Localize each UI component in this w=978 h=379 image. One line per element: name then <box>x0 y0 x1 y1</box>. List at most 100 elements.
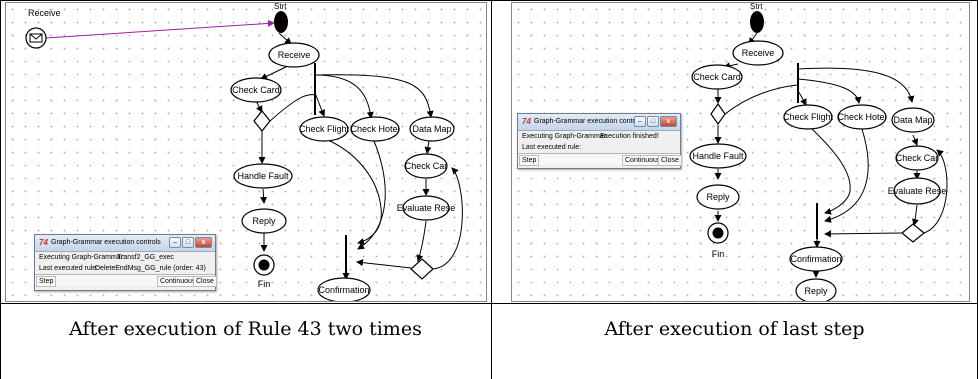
controls-button-bar: Step Continuous Close <box>35 274 217 287</box>
edge-handlefault-reply <box>260 188 268 204</box>
label-data-map-r: Data Map <box>893 115 932 125</box>
exec-label: Executing Graph-Grammar: <box>39 254 125 261</box>
decision-left-r <box>710 102 726 126</box>
label-confirmation: Confirmation <box>318 285 369 295</box>
edge-checkflight-join-r <box>811 128 851 215</box>
edge-checkcard-decision <box>255 100 263 113</box>
node-handle-fault-r <box>689 143 747 169</box>
exec-label-r: Executing Graph-Grammar: <box>522 133 608 140</box>
exec-row: Executing Graph-Grammar: Transf2_GG_exec <box>35 252 215 263</box>
edge-decision-fork <box>269 94 317 122</box>
controls-title-r: Graph-Grammar execution controls <box>534 118 644 125</box>
label-data-map: Data Map <box>412 124 451 134</box>
maximize-icon-r[interactable]: □ <box>647 116 659 127</box>
minimize-icon-r[interactable]: – <box>634 116 646 127</box>
frame-divider <box>491 0 492 379</box>
node-confirmation-r <box>789 246 843 272</box>
label-check-car-r: Check Car <box>896 153 939 163</box>
label-evaluate: Evaluate Rese <box>397 203 456 213</box>
node-data-map-r <box>891 107 935 133</box>
receive-event-label: Receive <box>28 8 61 18</box>
label-check-card-r: Check Card <box>693 72 741 82</box>
node-check-card <box>230 77 282 103</box>
caption-right: After execution of last step <box>604 318 865 340</box>
start-label-r: Strt <box>750 3 763 11</box>
start-node <box>274 11 288 33</box>
close-button[interactable]: Close <box>193 276 217 287</box>
maximize-icon[interactable]: □ <box>182 237 194 248</box>
node-check-car <box>404 153 448 179</box>
exec-value-r: Execution finished! <box>600 133 659 140</box>
workflow-diagram-right: Strt Receive Check Card Check Flight Che… <box>689 3 948 301</box>
close-window-icon-r[interactable]: x <box>660 116 677 127</box>
label-check-hotel: Check Hotel <box>350 124 399 134</box>
last-rule-label: Last executed rule: <box>39 265 99 272</box>
edge-loop-back-r <box>923 149 948 234</box>
node-check-flight-r <box>783 104 833 130</box>
step-button-r[interactable]: Step <box>519 155 540 166</box>
frame-row-divider <box>0 303 978 304</box>
frame-left-border <box>0 0 1 379</box>
last-rule-label-r: Last executed rule: <box>522 144 582 151</box>
start-node-r <box>750 11 764 33</box>
edge-receive-checkcard <box>260 64 291 80</box>
edge-decision-join-r <box>824 230 904 238</box>
label-check-card: Check Card <box>232 85 280 95</box>
node-check-flight <box>299 116 349 142</box>
edge-fork-checkflight <box>314 92 326 117</box>
controls-button-bar-r: Step Continuous Close <box>518 153 682 166</box>
edge-checkhotel-join-r <box>824 128 869 223</box>
minimize-icon[interactable]: – <box>169 237 181 248</box>
last-rule-value: DeleteEndMsg_GG_rule (order: 43) <box>95 265 206 272</box>
close-button-r[interactable]: Close <box>658 155 682 166</box>
edges-right <box>714 32 948 278</box>
last-rule-row-r: Last executed rule: <box>518 142 680 153</box>
edge-checkflight-join <box>327 139 382 245</box>
label-fin-r: Fin <box>712 249 725 259</box>
edge-fork-datamap-r <box>797 67 915 103</box>
edge-fork-datamap <box>314 74 434 118</box>
diagram-panel-right: Strt Receive Check Card Check Flight Che… <box>511 2 970 302</box>
controls-window-left: 74 Graph-Grammar execution controls – □ … <box>34 234 217 291</box>
label-receive: Receive <box>278 50 311 60</box>
controls-titlebar-r: 74 Graph-Grammar execution controls – □ … <box>518 114 680 131</box>
node-confirmation <box>317 277 371 301</box>
edge-loop-back <box>432 167 463 270</box>
node-check-hotel-r <box>837 104 887 130</box>
label-reply-left-r: Reply <box>706 192 730 202</box>
start-label: Strt <box>274 3 287 11</box>
app-icon-r: 74 <box>522 117 531 126</box>
step-button[interactable]: Step <box>36 276 57 287</box>
edge-checkhotel-join <box>357 140 386 250</box>
edge-evaluate-decision-r <box>912 204 919 226</box>
node-check-card-r <box>691 64 743 90</box>
label-receive-r: Receive <box>742 48 775 58</box>
diagram-panel-left: Receive Strt Receive Check Card Check Fl… <box>5 2 487 302</box>
label-fin: Fin <box>258 279 271 289</box>
label-handle-fault: Handle Fault <box>237 171 289 181</box>
edge-evaluate-decision <box>416 220 427 262</box>
label-check-car: Check Car <box>405 161 448 171</box>
exec-row-r: Executing Graph-Grammar: Execution finis… <box>518 131 680 142</box>
edge-datamap-checkcar <box>424 140 432 154</box>
edge-fork-checkflight-r <box>797 90 807 106</box>
edge-start-receive <box>278 32 292 45</box>
label-confirmation-r: Confirmation <box>790 254 841 264</box>
node-reply-left-r <box>696 184 740 210</box>
node-handle-fault <box>233 163 293 189</box>
fin-node-core-r <box>712 227 724 239</box>
close-window-icon[interactable]: x <box>195 237 212 248</box>
app-icon: 74 <box>39 238 48 247</box>
node-evaluate-r <box>893 177 941 205</box>
label-check-hotel-r: Check Hotel <box>837 112 886 122</box>
node-receive <box>268 42 320 68</box>
node-check-car-r <box>895 145 939 171</box>
edge-fork-checkhotel-r <box>797 78 862 104</box>
label-reply-bottom-r: Reply <box>804 286 828 296</box>
node-reply-bottom-r <box>795 278 837 301</box>
edge-decision-fork-r <box>724 84 798 115</box>
label-check-flight: Check Flight <box>299 124 350 134</box>
label-check-flight-r: Check Flight <box>783 112 834 122</box>
caption-left: After execution of Rule 43 two times <box>69 318 422 340</box>
frame-top-border <box>0 0 978 1</box>
